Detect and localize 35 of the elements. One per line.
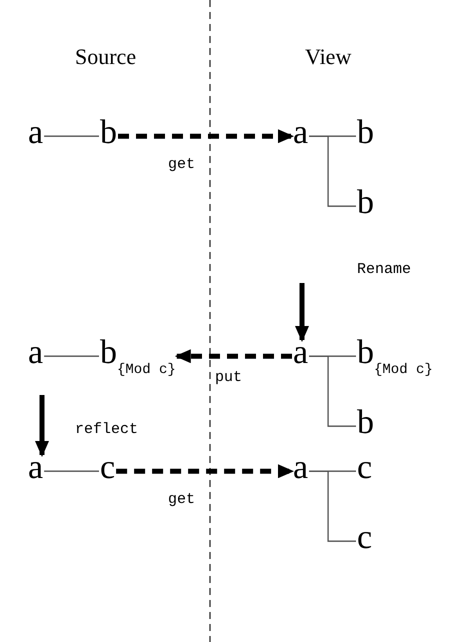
modification-annotation: {Mod c} xyxy=(374,362,433,378)
edge-label: get xyxy=(168,492,196,508)
tree-node-letter: a xyxy=(293,114,308,151)
tree-node-letter: b xyxy=(357,404,374,441)
arrow xyxy=(174,349,292,364)
tree-node-letter: b xyxy=(357,334,374,371)
edge-label: Rename xyxy=(357,262,412,278)
arrow xyxy=(295,283,309,342)
arrow xyxy=(116,464,294,478)
tree-node-letter: c xyxy=(357,519,372,556)
tree-branch-line xyxy=(44,136,99,137)
edge-label: reflect xyxy=(75,422,138,438)
modification-annotation: {Mod c} xyxy=(117,362,176,378)
tree-node-letter: c xyxy=(100,449,116,486)
tree-node-letter: a xyxy=(28,334,44,371)
column-heading: View xyxy=(305,44,352,70)
tree-node-letter: a xyxy=(293,334,308,371)
edge-label: get xyxy=(168,157,196,173)
tree-node-letter: b xyxy=(357,184,374,221)
tree-branch-line xyxy=(309,470,356,542)
tree-node-letter: a xyxy=(293,449,308,486)
column-heading: Source xyxy=(75,44,136,70)
tree-node-letter: a xyxy=(28,114,44,151)
arrow xyxy=(118,129,294,144)
tree-node-letter: a xyxy=(28,449,44,486)
tree-branch-line xyxy=(309,136,356,207)
tree-node-letter: b xyxy=(357,114,374,151)
tree-node-letter: b xyxy=(100,334,117,371)
tree-node-letter: b xyxy=(100,114,117,151)
tree-branch-line xyxy=(309,356,356,427)
tree-branch-line xyxy=(44,356,99,357)
edge-label: put xyxy=(215,370,242,386)
arrow xyxy=(35,395,49,457)
tree-branch-line xyxy=(44,470,99,472)
tree-node-letter: c xyxy=(357,449,372,486)
